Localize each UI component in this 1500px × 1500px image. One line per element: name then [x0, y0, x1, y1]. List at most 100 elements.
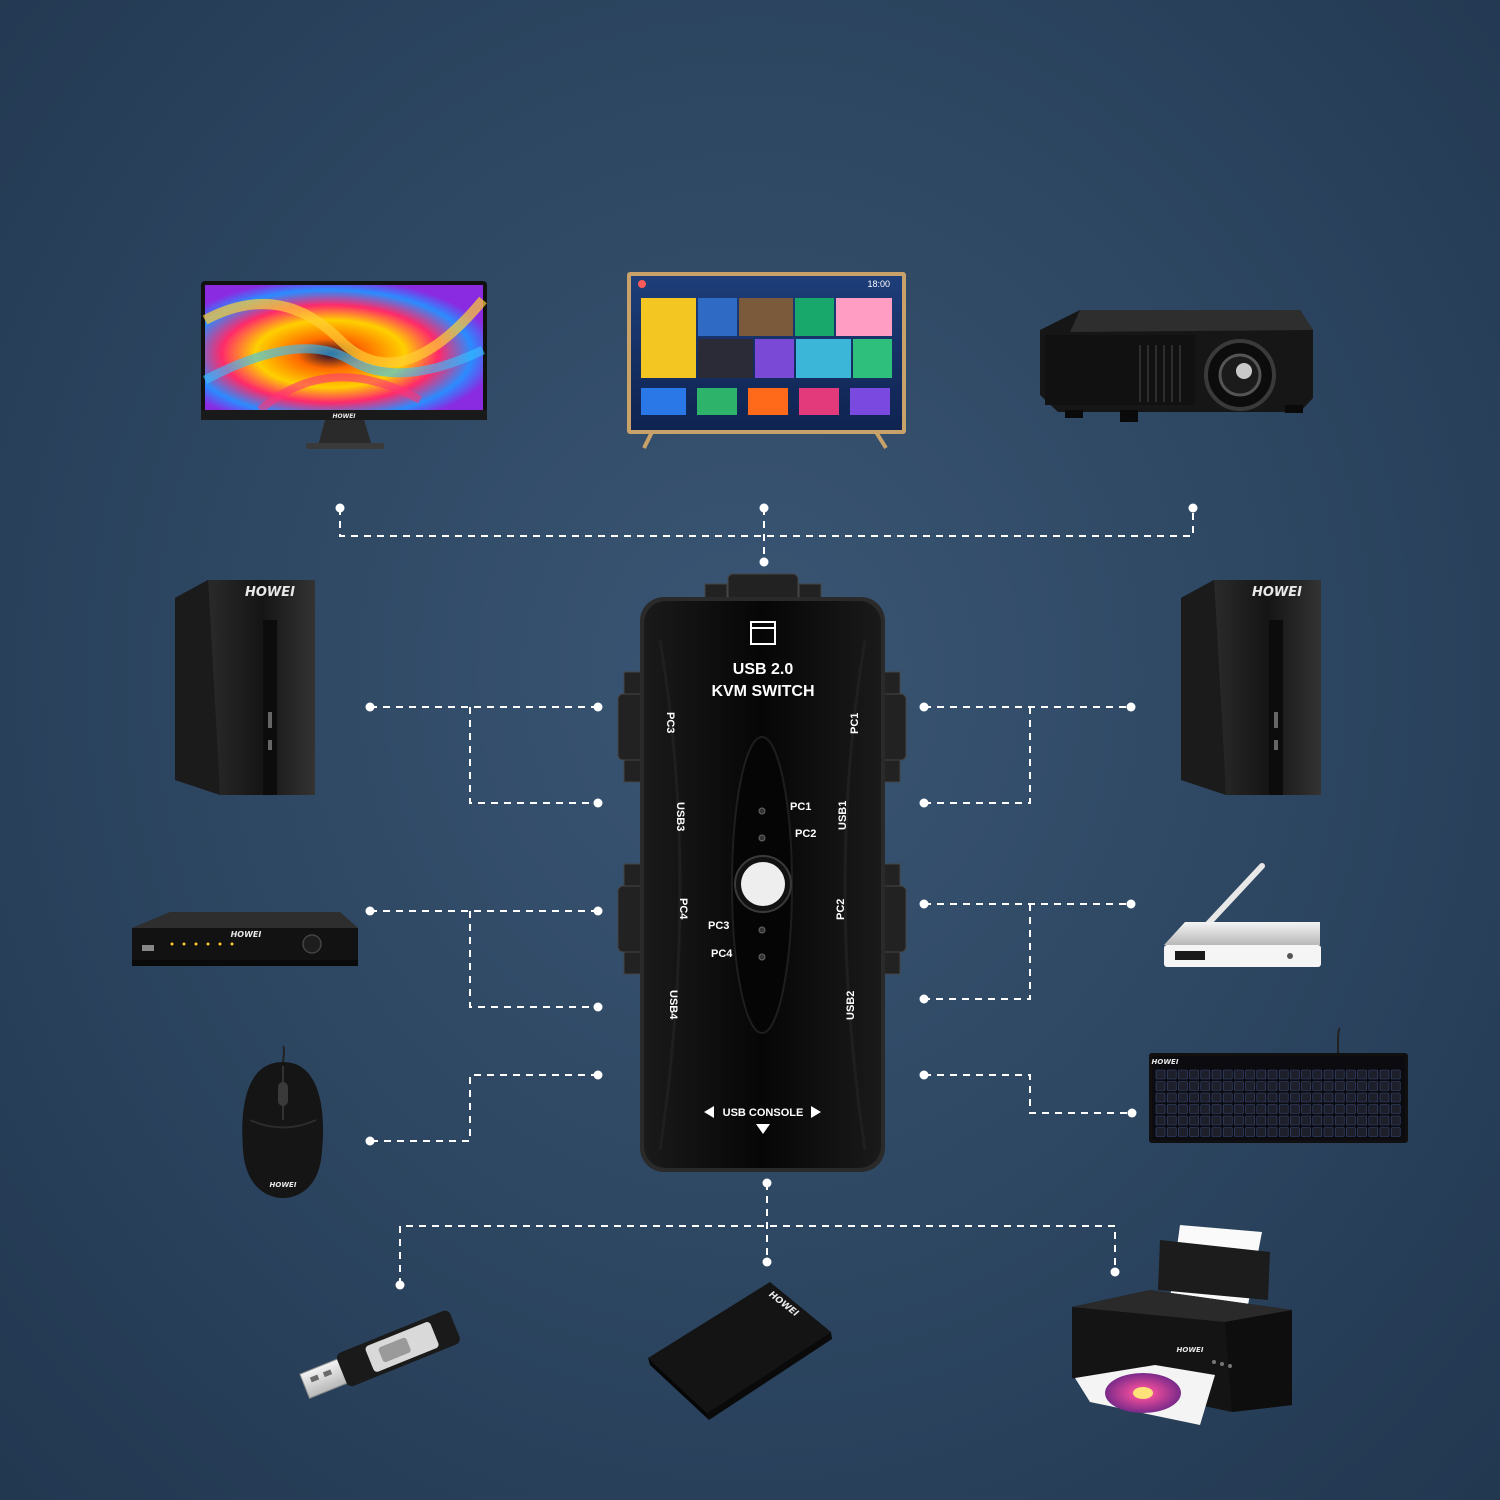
keyboard-key — [1368, 1081, 1379, 1091]
kvm-title-line2: KVM SWITCH — [711, 683, 814, 700]
keyboard-key — [1334, 1092, 1345, 1103]
keyboard-key — [1256, 1127, 1267, 1137]
keyboard-key — [1166, 1127, 1177, 1137]
keyboard-key — [1178, 1104, 1188, 1114]
keyboard-key — [1234, 1092, 1244, 1103]
keyboard-key — [1278, 1092, 1289, 1103]
keyboard-key — [1189, 1092, 1199, 1103]
keyboard-key — [1234, 1115, 1244, 1126]
keyboard-key — [1267, 1127, 1278, 1137]
port-label-usb2: USB2 — [845, 991, 857, 1020]
projector-icon — [1040, 310, 1313, 422]
pc-tower-icon: HOWEI — [1181, 580, 1321, 795]
keyboard-key — [1222, 1069, 1233, 1080]
port-label-pc3: PC3 — [664, 712, 676, 733]
port-label-pc1: PC1 — [849, 713, 861, 734]
pc-tower-icon: HOWEI — [175, 580, 315, 795]
router-icon — [1164, 863, 1321, 967]
right-tower-brand: HOWEI — [1252, 585, 1302, 600]
keyboard-key — [1301, 1069, 1311, 1080]
keyboard-key — [1245, 1115, 1255, 1126]
keyboard-key — [1211, 1092, 1222, 1103]
dvr-icon: HOWEI — [132, 912, 358, 966]
keyboard-key — [1211, 1115, 1222, 1126]
keyboard-key — [1166, 1092, 1177, 1103]
usb-console-label: USB CONSOLE — [723, 1107, 804, 1119]
keyboard-key — [1334, 1115, 1345, 1126]
led-label-pc2: PC2 — [795, 828, 816, 840]
keyboard-brand: HOWEI — [1152, 1058, 1179, 1066]
keyboard-key — [1334, 1081, 1345, 1091]
keyboard-key — [1155, 1081, 1166, 1091]
keyboard-key — [1245, 1092, 1255, 1103]
keyboard-key — [1379, 1127, 1390, 1137]
keyboard-key — [1323, 1092, 1334, 1103]
keyboard-key — [1267, 1092, 1278, 1103]
keyboard-key — [1357, 1127, 1367, 1137]
keyboard-key — [1390, 1104, 1401, 1114]
keyboard-key — [1346, 1081, 1356, 1091]
keyboard-key — [1312, 1127, 1323, 1137]
keyboard-key — [1334, 1104, 1345, 1114]
printer-icon: HOWEI — [1072, 1225, 1292, 1425]
keyboard-key — [1245, 1069, 1255, 1080]
keyboard-key — [1166, 1104, 1177, 1114]
led-indicators — [758, 807, 766, 961]
keyboard-key — [1379, 1069, 1390, 1080]
keyboard-key — [1301, 1127, 1311, 1137]
keyboard-key — [1200, 1081, 1211, 1091]
tv-clock: 18:00 — [867, 279, 890, 289]
keyboard-key — [1346, 1069, 1356, 1080]
keyboard-key — [1312, 1115, 1323, 1126]
keyboard-key — [1234, 1081, 1244, 1091]
keyboard-key — [1346, 1104, 1356, 1114]
keyboard-key — [1211, 1104, 1222, 1114]
keyboard-key — [1323, 1081, 1334, 1091]
keyboard-key — [1245, 1127, 1255, 1137]
keyboard-key — [1200, 1092, 1211, 1103]
keyboard-key — [1301, 1092, 1311, 1103]
display-port-icon — [750, 621, 776, 645]
keyboard-key — [1390, 1069, 1401, 1080]
keyboard-key — [1245, 1081, 1255, 1091]
keyboard-key — [1166, 1115, 1177, 1126]
hard-drive-icon: HOWEI — [648, 1282, 832, 1420]
keyboard-key — [1166, 1069, 1177, 1080]
keyboard-key — [1357, 1104, 1367, 1114]
port-label-usb3: USB3 — [674, 802, 686, 831]
keyboard-key — [1290, 1115, 1300, 1126]
usb-flash-drive-icon — [299, 1310, 460, 1399]
keyboard-key — [1267, 1069, 1278, 1080]
keyboard-key — [1368, 1069, 1379, 1080]
keyboard-key — [1200, 1115, 1211, 1126]
keyboard-key — [1189, 1081, 1199, 1091]
mouse-brand: HOWEI — [270, 1181, 297, 1189]
keyboard-key — [1379, 1104, 1390, 1114]
keyboard-key — [1368, 1092, 1379, 1103]
keyboard-key — [1390, 1092, 1401, 1103]
keyboard-key — [1390, 1127, 1401, 1137]
keyboard-key — [1290, 1104, 1300, 1114]
keyboard-icon: HOWEI — [1149, 1027, 1408, 1143]
keyboard-key — [1379, 1115, 1390, 1126]
keyboard-key — [1368, 1127, 1379, 1137]
keyboard-key — [1222, 1115, 1233, 1126]
keyboard-key — [1256, 1104, 1267, 1114]
keyboard-key — [1312, 1104, 1323, 1114]
keyboard-key — [1222, 1104, 1233, 1114]
keyboard-key — [1334, 1127, 1345, 1137]
keyboard-key — [1357, 1115, 1367, 1126]
keyboard-key — [1189, 1069, 1199, 1080]
switch-select-button[interactable] — [734, 855, 792, 913]
keyboard-key — [1278, 1081, 1289, 1091]
keyboard-keys — [1155, 1069, 1401, 1137]
keyboard-key — [1390, 1115, 1401, 1126]
left-tower-brand: HOWEI — [245, 585, 295, 600]
keyboard-key — [1267, 1115, 1278, 1126]
keyboard-key — [1379, 1081, 1390, 1091]
connector-lines — [335, 503, 1198, 1290]
keyboard-key — [1334, 1069, 1345, 1080]
keyboard-key — [1155, 1069, 1166, 1080]
keyboard-key — [1200, 1127, 1211, 1137]
